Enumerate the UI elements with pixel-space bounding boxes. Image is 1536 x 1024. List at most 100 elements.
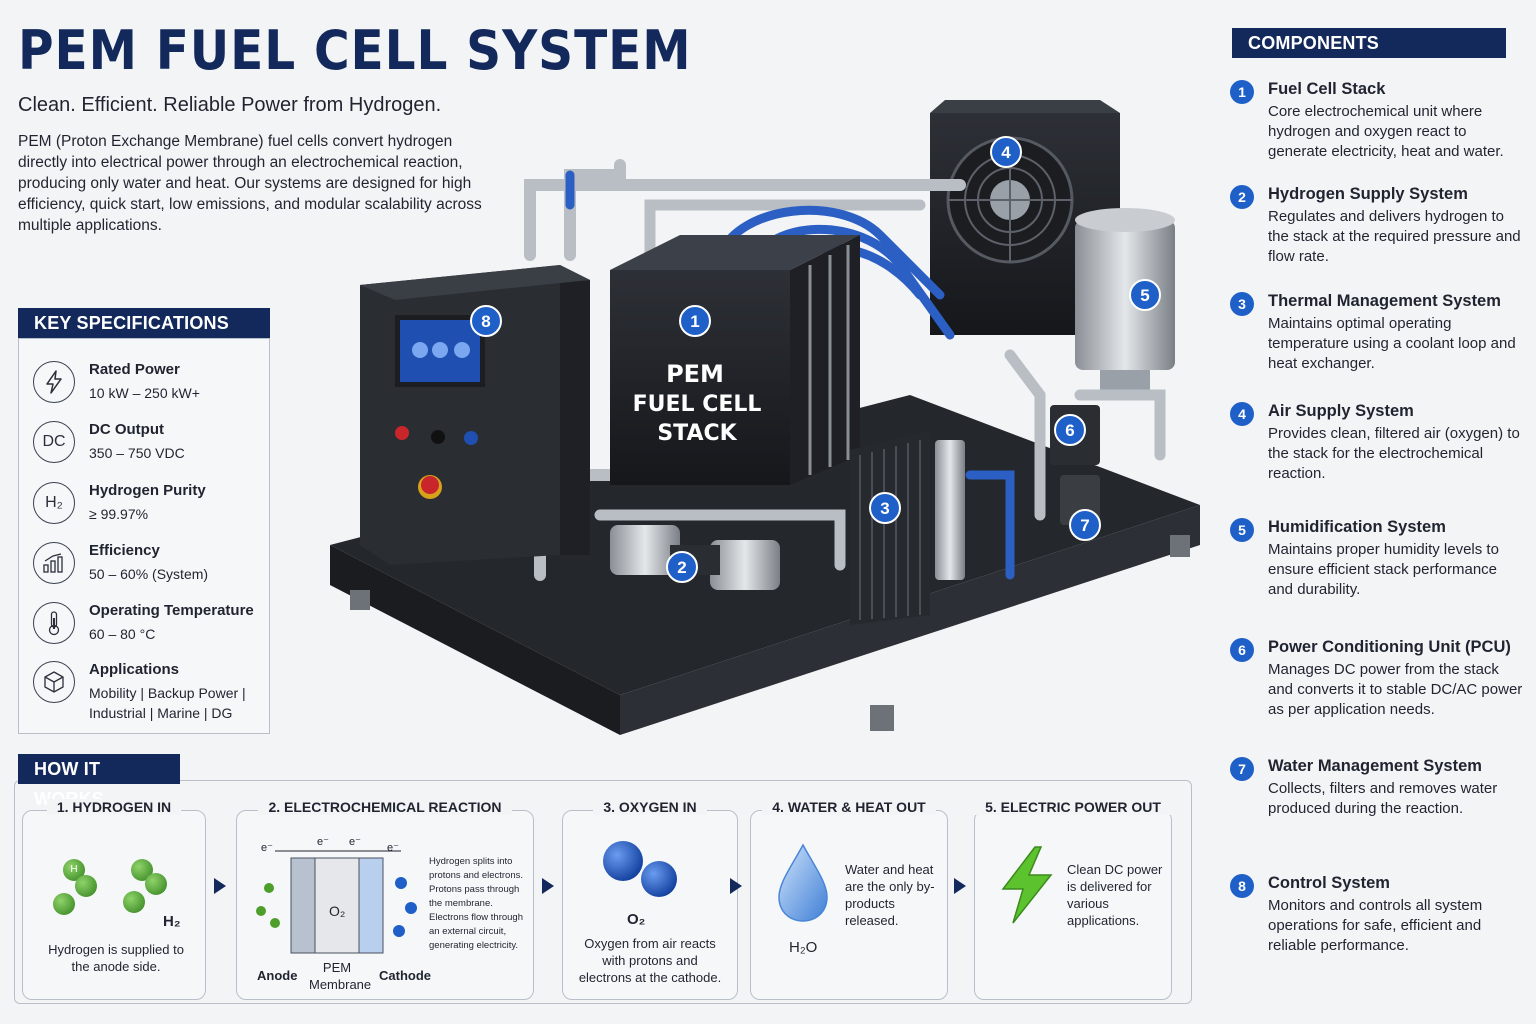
component-description: Maintains proper humidity levels to ensu… [1268,541,1499,598]
step-water-heat-out: 4. WATER & HEAT OUT H₂O Water and heat a… [750,799,948,1000]
step-title: 2. ELECTROCHEMICAL REACTION [258,799,512,815]
spec-dc-output: DC DC Output 350 – 750 VDC [19,415,269,475]
component-description: Monitors and controls all system operati… [1268,897,1483,954]
lightning-bolt-icon [1001,846,1053,924]
spec-value: 10 kW – 250 kW+ [89,385,200,401]
spec-value: Mobility | Backup Power | Industrial | M… [89,685,246,721]
hydrogen-atom-icon [123,891,145,913]
spec-label: Hydrogen Purity [89,482,206,499]
lightning-icon [33,361,75,403]
step-title: 4. WATER & HEAT OUT [762,799,936,815]
component-number: 5 [1230,518,1254,542]
stack-label-line-2: FUEL CELL [633,392,762,417]
fuel-cell-machine-illustration: PEM FUEL CELL STACK 1 2 3 4 5 6 7 [330,100,1200,735]
cathode-label: Cathode [379,968,431,983]
stack-label-line-3: STACK [657,421,737,446]
hydrogen-atom-icon [53,893,75,915]
step-caption: Hydrogen splits into protons and electro… [429,856,524,951]
component-number: 1 [1230,80,1254,104]
component-title: Humidification System [1268,518,1446,536]
h2-label: H₂ [163,913,181,930]
spec-value: 50 – 60% (System) [89,566,209,582]
step-caption: Clean DC power is delivered for various … [1067,862,1163,928]
marker-5: 5 [1140,286,1149,305]
spec-label: DC Output [89,421,164,438]
component-title: Power Conditioning Unit (PCU) [1268,638,1511,656]
step-electrochemical-reaction: 2. ELECTROCHEMICAL REACTION e⁻ e⁻ e⁻ e⁻ … [236,799,534,1000]
component-description: Maintains optimal operating temperature … [1268,315,1516,372]
component-number: 8 [1230,874,1254,898]
electron-label: e⁻ [387,842,399,854]
bar-chart-icon [33,542,75,584]
marker-3: 3 [880,499,889,518]
component-description: Collects, filters and removes water prod… [1268,780,1498,817]
component-number: 2 [1230,185,1254,209]
electron-label: e⁻ [349,836,361,848]
thermometer-icon [33,602,75,644]
component-number: 7 [1230,757,1254,781]
o2-label: O₂ [627,911,646,928]
page-title: PEM FUEL CELL SYSTEM [18,19,692,82]
electron-label: e⁻ [317,836,329,848]
step-arrow-icon [214,878,226,894]
component-number: 4 [1230,402,1254,426]
step-caption: Water and heat are the only by-products … [845,862,935,928]
step-title: 1. HYDROGEN IN [46,799,182,815]
step-arrow-icon [954,878,966,894]
membrane-label: PEM Membrane [309,960,372,992]
cube-icon [33,661,75,703]
step-oxygen-in: 3. OXYGEN IN O₂ Oxygen from air reacts w… [562,799,738,1000]
component-title: Hydrogen Supply System [1268,185,1468,203]
h2o-label: H₂O [789,939,818,956]
spec-label: Efficiency [89,542,160,559]
spec-applications: Applications Mobility | Backup Power | I… [19,655,269,721]
pem-cell-diagram [256,850,417,954]
step-caption: Oxygen from air reacts with protons and … [578,936,722,985]
spec-value: ≥ 99.97% [89,506,149,522]
intro-paragraph: PEM (Proton Exchange Membrane) fuel cell… [18,133,482,234]
water-drop-icon [778,843,828,922]
step-caption: Hydrogen is supplied to the anode side. [48,942,184,974]
component-description: Provides clean, filtered air (oxygen) to… [1268,425,1520,482]
component-title: Control System [1268,874,1390,892]
spec-rated-power: Rated Power 10 kW – 250 kW+ [19,355,269,415]
component-number: 3 [1230,292,1254,316]
step-arrow-icon [542,878,554,894]
spec-efficiency: Efficiency 50 – 60% (System) [19,536,269,596]
how-it-works-frame [14,780,1192,1004]
component-description: Manages DC power from the stack and conv… [1268,661,1523,718]
component-title: Thermal Management System [1268,292,1501,310]
marker-4: 4 [1001,143,1011,162]
spec-label: Rated Power [89,361,180,378]
spec-label: Operating Temperature [89,602,254,619]
component-title: Air Supply System [1268,402,1414,420]
step-title: 3. OXYGEN IN [593,799,707,815]
component-description: Core electrochemical unit where hydrogen… [1268,103,1504,160]
step-arrow-icon [730,878,742,894]
h2-icon: H₂ [33,482,75,524]
marker-7: 7 [1080,516,1089,535]
step-electric-power-out: 5. ELECTRIC POWER OUT Clean DC power is … [974,799,1172,1000]
marker-2: 2 [677,558,686,577]
spec-hydrogen-purity: H₂ Hydrogen Purity ≥ 99.97% [19,476,269,536]
component-number: 6 [1230,638,1254,662]
hydrogen-atom-icon [75,875,97,897]
anode-label: Anode [257,968,298,983]
membrane-center-label: O₂ [329,903,346,919]
components-heading: COMPONENTS [1232,28,1506,58]
dc-icon: DC [33,421,75,463]
spec-value: 350 – 750 VDC [89,445,185,461]
key-specifications-heading: KEY SPECIFICATIONS [18,308,270,338]
spec-value: 60 – 80 °C [89,626,156,642]
spec-operating-temperature: Operating Temperature 60 – 80 °C [19,596,269,656]
step-title: 5. ELECTRIC POWER OUT [975,799,1171,815]
electron-label: e⁻ [261,842,273,854]
page-subtitle: Clean. Efficient. Reliable Power from Hy… [18,94,442,116]
marker-6: 6 [1065,421,1074,440]
how-it-works-heading: HOW IT WORKS [18,754,180,809]
marker-1: 1 [690,312,699,331]
component-description: Regulates and delivers hydrogen to the s… [1268,208,1521,265]
component-title: Water Management System [1268,757,1482,775]
step-hydrogen-in: 1. HYDROGEN IN H H₂ Hydrogen is supplied… [22,799,206,1000]
oxygen-molecule-icon [603,841,677,897]
